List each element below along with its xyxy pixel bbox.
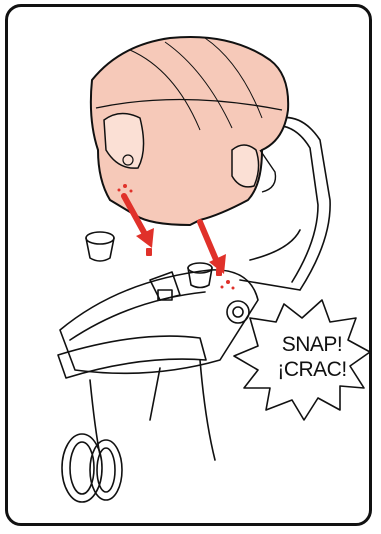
- snap-callout-text: SNAP! ¡CRAC!: [262, 332, 362, 382]
- car-seat-illustration: [91, 37, 288, 225]
- callout-line-1: SNAP!: [262, 332, 362, 357]
- callout-line-2: ¡CRAC!: [262, 357, 362, 382]
